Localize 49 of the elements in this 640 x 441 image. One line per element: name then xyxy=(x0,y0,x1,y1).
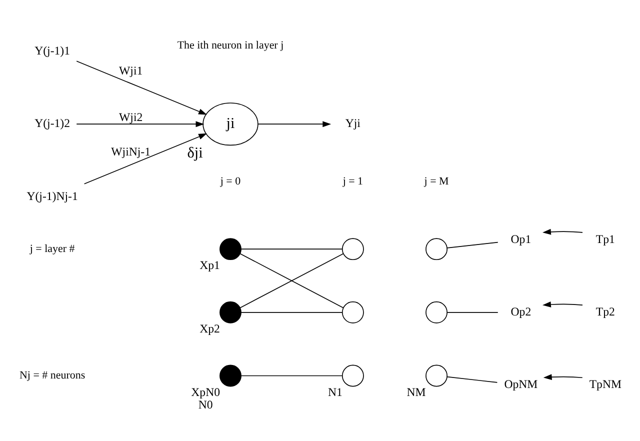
label: j = 1 xyxy=(342,174,364,187)
arrow xyxy=(76,120,204,127)
node-circle xyxy=(342,238,364,260)
connector xyxy=(240,374,342,376)
connector xyxy=(446,376,498,382)
node-text: Y(j-1)2 xyxy=(34,116,70,130)
arrow xyxy=(542,228,583,234)
node-circle xyxy=(342,300,364,323)
edge-label: Wji1 xyxy=(119,62,143,77)
node-label: Xp2 xyxy=(200,320,220,335)
node-text: Op2 xyxy=(510,304,532,318)
connector xyxy=(240,252,344,308)
node-ellipse: ji xyxy=(202,102,258,146)
node-circle xyxy=(426,238,448,260)
label: j = 0 xyxy=(220,174,241,187)
label: Nj = # neurons xyxy=(20,369,86,382)
node-text: Y(j-1)1 xyxy=(34,43,70,58)
connector xyxy=(446,241,498,248)
node-text: Tp1 xyxy=(596,231,615,246)
arrow xyxy=(76,60,208,114)
label: j = layer # xyxy=(30,242,75,254)
connector xyxy=(240,311,342,312)
node-circle xyxy=(426,364,448,386)
node-text: Op1 xyxy=(510,231,532,246)
node-circle xyxy=(426,300,448,323)
edge-label: Wji2 xyxy=(119,109,143,124)
label: j = M xyxy=(424,174,449,187)
node-circle xyxy=(342,364,364,386)
arrow xyxy=(84,132,208,184)
node-label: δji xyxy=(187,144,203,161)
label: The ith neuron in layer j xyxy=(177,38,284,51)
node-circle xyxy=(220,364,242,386)
arrow xyxy=(542,301,583,307)
connector xyxy=(240,248,342,249)
node-circle xyxy=(220,238,242,260)
edge-label: WjiNj-1 xyxy=(111,144,151,158)
connector xyxy=(446,311,498,312)
node-text: TpNM xyxy=(589,376,622,391)
node-text: Yji xyxy=(345,116,360,130)
node-text: OpNM xyxy=(504,376,538,391)
node-label: Xp1 xyxy=(200,258,220,272)
arrow xyxy=(543,374,583,380)
node-text: Tp2 xyxy=(596,304,615,318)
node-text: Y(j-1)Nj-1 xyxy=(26,188,78,202)
node-label: NM xyxy=(406,384,426,398)
arrow xyxy=(258,120,332,127)
node-circle xyxy=(220,300,242,323)
node-label: XpN0 xyxy=(191,384,220,398)
node-label: N1 xyxy=(328,384,342,398)
